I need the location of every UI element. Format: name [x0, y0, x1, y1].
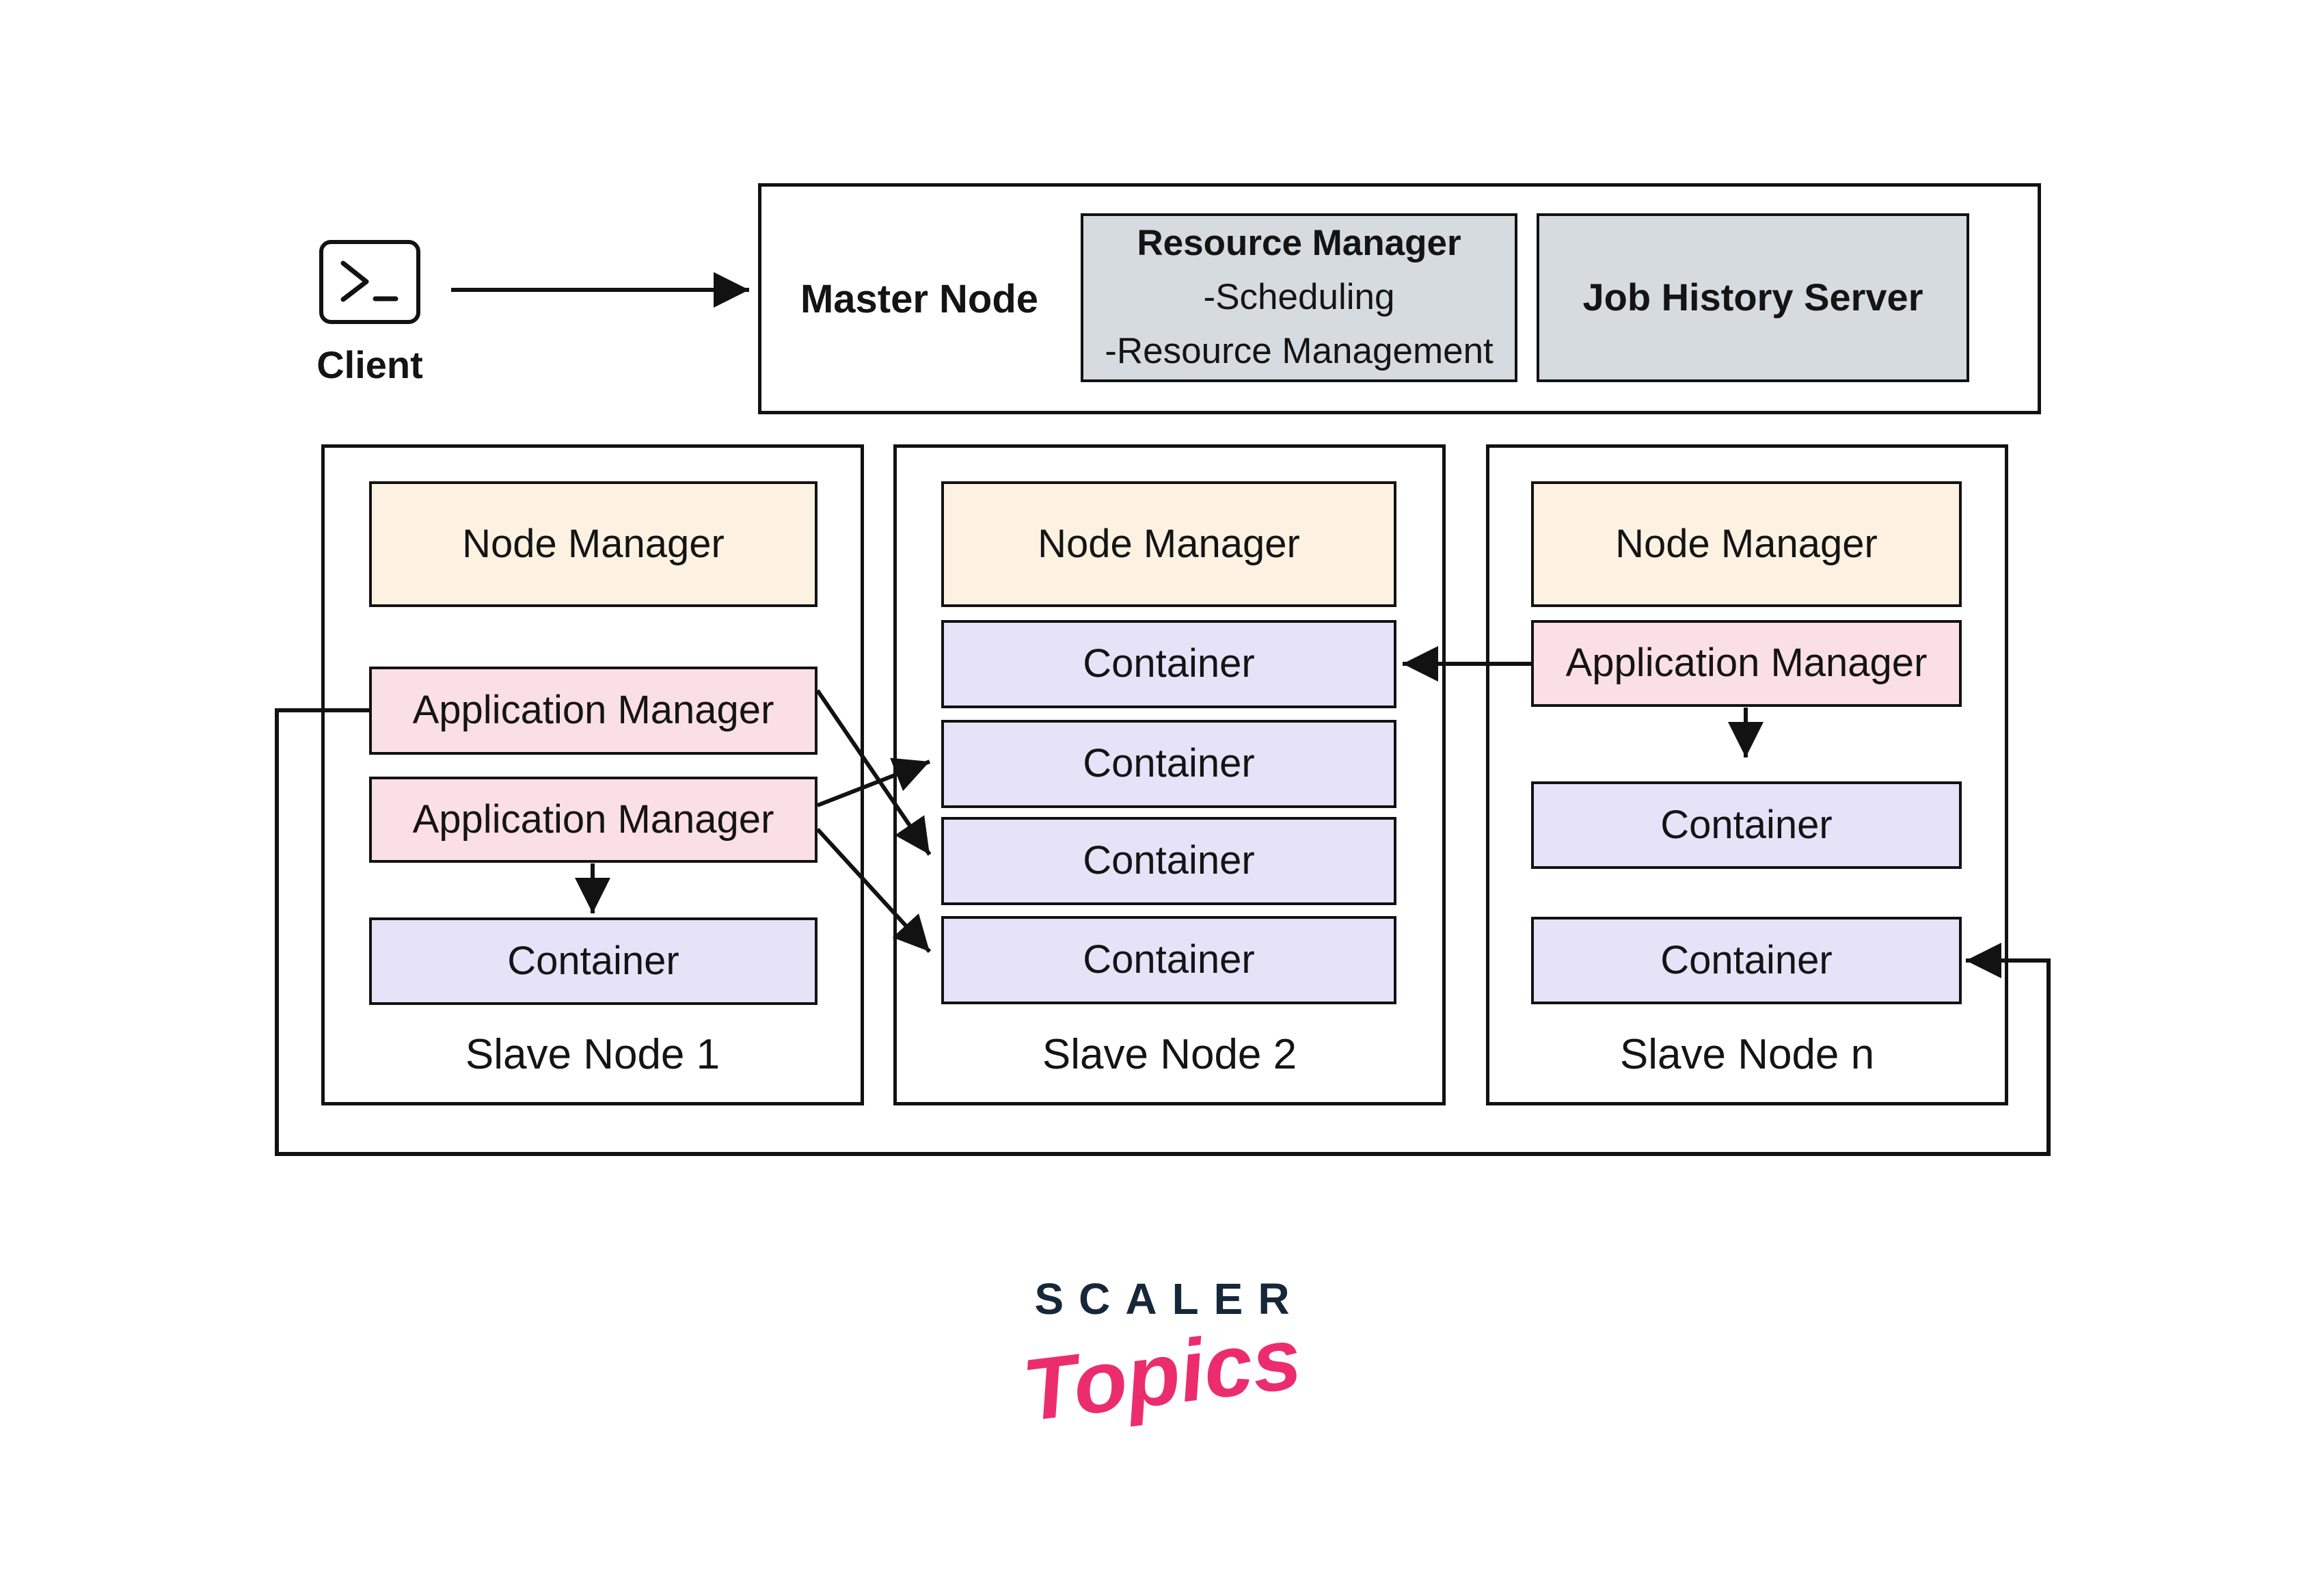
slave-node-1-app-manager-1-label: Application Manager [412, 688, 774, 733]
slave-node-1-node-manager-label: Node Manager [462, 521, 725, 566]
scaler-logo-wordmark: SCALER [1034, 1274, 1305, 1324]
slave-node-n-caption: Slave Node n [1619, 1031, 1875, 1078]
slave-node-1-container: Container [369, 917, 818, 1005]
slave-node-1-caption: Slave Node 1 [465, 1031, 720, 1078]
master-node-label: Master Node [800, 276, 1039, 321]
slave-node-n-container-1-label: Container [1660, 802, 1833, 847]
slave-node-1-container-label: Container [507, 938, 679, 983]
client-label: Client [316, 343, 423, 386]
slave-node-2-container-2: Container [941, 720, 1396, 808]
slave-node-2-node-manager-label: Node Manager [1038, 521, 1300, 566]
client-terminal-icon [319, 240, 420, 324]
job-history-server-box: Job History Server [1537, 213, 1969, 382]
resource-manager-box: Resource Manager -Scheduling -Resource M… [1081, 213, 1517, 382]
slave-node-n-node-manager: Node Manager [1531, 481, 1962, 607]
slave-node-n-app-manager: Application Manager [1531, 620, 1962, 707]
slave-node-2-container-1: Container [941, 620, 1396, 708]
slave-node-1-app-manager-1: Application Manager [369, 667, 818, 755]
slave-node-2-container-2-label: Container [1083, 741, 1255, 786]
slave-node-n-container-1: Container [1531, 781, 1962, 869]
slave-node-2-container-1-label: Container [1083, 641, 1255, 686]
slave-node-1-app-manager-2-label: Application Manager [412, 796, 774, 842]
slave-node-n-container-2: Container [1531, 917, 1962, 1004]
terminal-frame [319, 240, 420, 324]
slave-node-1-app-manager-2: Application Manager [369, 777, 818, 863]
job-history-server-label: Job History Server [1582, 276, 1923, 319]
slave-node-2-caption: Slave Node 2 [1042, 1031, 1297, 1078]
slave-node-n-node-manager-label: Node Manager [1615, 521, 1878, 566]
slave-node-2-node-manager: Node Manager [941, 481, 1396, 607]
resource-manager-item-resource-management: -Resource Management [1105, 330, 1494, 371]
slave-node-2-container-3: Container [941, 817, 1396, 905]
slave-node-2-container-4: Container [941, 916, 1396, 1004]
resource-manager-title: Resource Manager [1137, 223, 1461, 264]
slave-node-n-container-2-label: Container [1660, 937, 1833, 982]
slave-node-2-container-3-label: Container [1083, 838, 1255, 883]
slave-node-n-app-manager-label: Application Manager [1565, 641, 1928, 686]
terminal-chevron-icon [340, 260, 369, 302]
resource-manager-item-scheduling: -Scheduling [1203, 277, 1395, 318]
slave-node-2-container-4-label: Container [1083, 937, 1255, 982]
slave-node-1-node-manager: Node Manager [369, 481, 818, 607]
